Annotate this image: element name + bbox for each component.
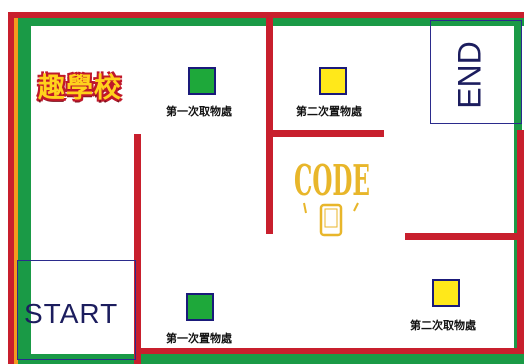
drop-1-label: 第一次置物處: [166, 332, 232, 345]
yellow-box-pickup-2: [432, 279, 460, 307]
inner-wall-center-vertical: [266, 12, 273, 234]
end-label-wrap: END: [440, 41, 500, 109]
outer-wall-orange-left: [14, 12, 18, 364]
code-label: CODE: [294, 156, 370, 206]
outer-wall-red-right: [517, 130, 524, 364]
green-box-drop-1: [186, 293, 214, 321]
outer-wall-red-bottom: [134, 348, 524, 354]
end-zone: [430, 20, 522, 124]
drop-2-label: 第二次置物處: [296, 105, 362, 118]
green-box-pickup-1: [188, 67, 216, 95]
outer-wall-red-left: [8, 12, 14, 364]
logo: 趣學校: [38, 73, 122, 104]
pickup-2-label: 第二次取物處: [410, 319, 476, 332]
inner-wall-left-vertical: [134, 134, 141, 364]
outer-wall-green-bottom: [18, 354, 524, 364]
yellow-box-drop-2: [319, 67, 347, 95]
pickup-1-label: 第一次取物處: [166, 105, 232, 118]
inner-wall-right-horizontal: [405, 233, 524, 240]
outer-wall-green-left: [18, 12, 31, 364]
inner-wall-center-horizontal: [266, 130, 384, 137]
start-zone: [17, 260, 136, 360]
end-label: END: [451, 41, 488, 109]
phone-icon: [319, 203, 343, 237]
code-bulb-icon: CODE: [294, 156, 370, 237]
start-label: START: [24, 298, 119, 329]
